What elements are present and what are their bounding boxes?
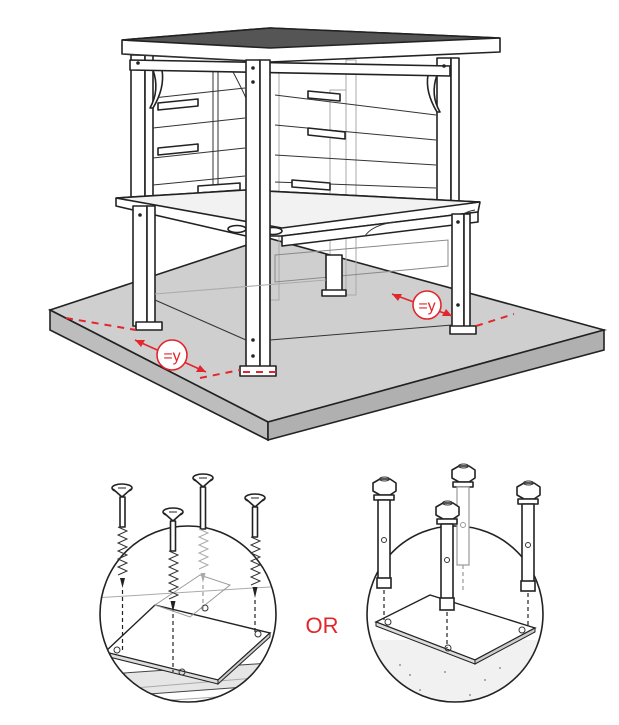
bar-structure — [115, 27, 501, 377]
spacing-guides: =y =y — [65, 290, 515, 379]
or-label: OR — [306, 613, 339, 638]
screw-icon — [111, 483, 133, 650]
anchor-bolt-icon — [435, 500, 460, 648]
screw-icon — [244, 493, 266, 632]
screw-icon — [162, 507, 184, 672]
screw-icon — [192, 473, 214, 610]
anchor-bolt-icon — [516, 480, 541, 626]
anchor-bolt-icon — [372, 476, 397, 620]
wood-deck-detail — [99, 525, 277, 703]
spacing-label-right-text: =y — [418, 298, 435, 315]
spacing-label-left: =y — [156, 339, 188, 371]
anchor-bolt-icon — [451, 463, 476, 590]
concrete-slab — [47, 237, 608, 442]
spacing-label-right: =y — [412, 290, 442, 320]
spacing-label-left-text: =y — [163, 348, 180, 365]
